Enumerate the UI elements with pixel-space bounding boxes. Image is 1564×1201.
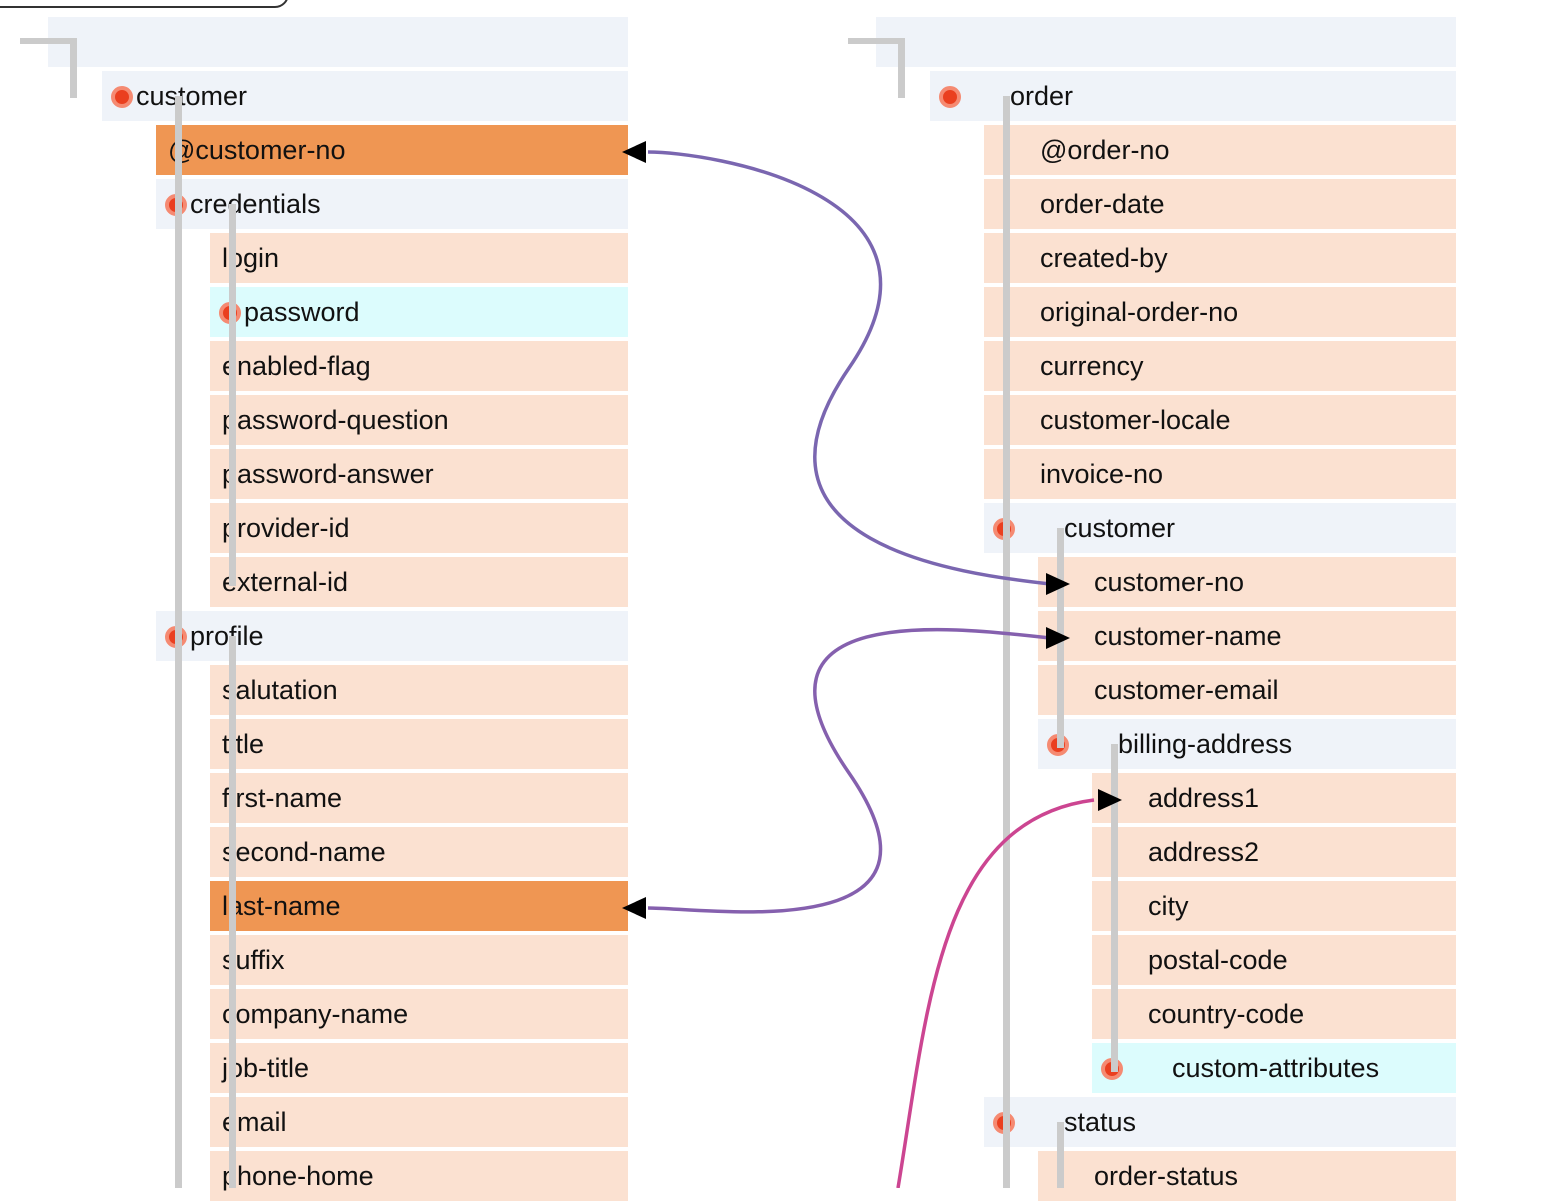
node-label: original-order-no [1040,297,1239,327]
left-node-credentials[interactable]: credentials [156,179,628,229]
left-node-phone-home[interactable]: phone-home [210,1151,628,1201]
node-label: invoice-no [1040,459,1164,489]
node-label: second-name [222,837,386,867]
node-label: job-title [222,1053,310,1083]
node-label: order-date [1040,189,1165,219]
right-node-country-code[interactable]: country-code [1092,989,1456,1039]
node-label: customer-name [1094,621,1282,651]
node-label: salutation [222,675,338,705]
node-label: country-code [1148,999,1305,1029]
node-label: postal-code [1148,945,1288,975]
node-label: customer-email [1094,675,1279,705]
node-label: currency [1040,351,1144,381]
tree-guide-root [1003,96,1010,1188]
right-node-created-by[interactable]: created-by [984,233,1456,283]
left-node-password[interactable]: password [210,287,628,337]
left-root-connector [70,38,77,98]
right-root-connector-h [848,38,904,44]
node-label: order [1010,81,1074,111]
right-node-billing-address[interactable]: billing-address [1038,719,1456,769]
node-label: customer [136,81,248,111]
left-node-email[interactable]: email [210,1097,628,1147]
left-node-enabled-flag[interactable]: enabled-flag [210,341,628,391]
right-node-currency[interactable]: currency [984,341,1456,391]
node-label: customer [1064,513,1176,543]
expand-toggle-icon[interactable] [939,86,961,108]
node-label: first-name [222,783,343,813]
right-node-address1[interactable]: address1 [1092,773,1456,823]
tree-guide [1057,1122,1064,1188]
right-node-address2[interactable]: address2 [1092,827,1456,877]
left-root-connector-h [20,38,76,44]
node-label: password-question [222,405,449,435]
left-node-last-name[interactable]: last-name [210,881,628,931]
left-node-password-question[interactable]: password-question [210,395,628,445]
toolbar-tab[interactable] [0,0,289,8]
expand-toggle-icon[interactable] [111,86,133,108]
right-node-status[interactable]: status [984,1097,1456,1147]
node-label: external-id [222,567,349,597]
node-label: last-name [222,891,341,921]
node-label: customer-locale [1040,405,1231,435]
left-node-salutation[interactable]: salutation [210,665,628,715]
left-node-provider-id[interactable]: provider-id [210,503,628,553]
left-node-customer-no[interactable]: @customer-no [156,125,628,175]
left-node-suffix[interactable]: suffix [210,935,628,985]
right-root-row [876,17,1456,67]
node-label: password [244,297,360,327]
right-node-custom-attributes[interactable]: custom-attributes [1092,1043,1456,1093]
right-node-customer[interactable]: customer [984,503,1456,553]
mapping-link[interactable] [647,627,1051,914]
left-node-job-title[interactable]: job-title [210,1043,628,1093]
left-node-login[interactable]: login [210,233,628,283]
right-node-order-no[interactable]: @order-no [984,125,1456,175]
left-root-row [48,17,628,67]
left-node-password-answer[interactable]: password-answer [210,449,628,499]
left-node-first-name[interactable]: first-name [210,773,628,823]
node-label: company-name [222,999,409,1029]
right-node-original-order-no[interactable]: original-order-no [984,287,1456,337]
node-label: profile [190,621,264,651]
node-label: @customer-no [168,135,346,165]
right-node-invoice-no[interactable]: invoice-no [984,449,1456,499]
node-label: phone-home [222,1161,374,1191]
right-node-customer-locale[interactable]: customer-locale [984,395,1456,445]
node-label: password-answer [222,459,434,489]
right-node-order-date[interactable]: order-date [984,179,1456,229]
right-node-customer-name[interactable]: customer-name [1038,611,1456,661]
left-node-external-id[interactable]: external-id [210,557,628,607]
left-node-second-name[interactable]: second-name [210,827,628,877]
left-node-title[interactable]: title [210,719,628,769]
node-label: billing-address [1118,729,1293,759]
tree-guide [1111,744,1118,1072]
left-node-customer[interactable]: customer [102,71,628,121]
node-label: order-status [1094,1161,1239,1191]
right-node-city[interactable]: city [1092,881,1456,931]
tree-guide [229,204,236,586]
node-label: status [1064,1107,1137,1137]
node-label: city [1148,891,1189,921]
right-node-postal-code[interactable]: postal-code [1092,935,1456,985]
node-label: address2 [1148,837,1260,867]
node-label: created-by [1040,243,1168,273]
node-label: credentials [190,189,321,219]
node-label: custom-attributes [1172,1053,1380,1083]
right-node-customer-no[interactable]: customer-no [1038,557,1456,607]
node-label: provider-id [222,513,350,543]
node-label: customer-no [1094,567,1245,597]
left-node-company-name[interactable]: company-name [210,989,628,1039]
node-label: enabled-flag [222,351,371,381]
tree-guide [1057,528,1064,748]
right-node-order[interactable]: order [930,71,1456,121]
node-label: @order-no [1040,135,1170,165]
right-node-customer-email[interactable]: customer-email [1038,665,1456,715]
tree-guide-root [175,96,182,1188]
tree-guide [229,636,236,1188]
left-node-profile[interactable]: profile [156,611,628,661]
right-root-connector [898,38,905,98]
node-label: address1 [1148,783,1260,813]
right-node-order-status[interactable]: order-status [1038,1151,1456,1201]
